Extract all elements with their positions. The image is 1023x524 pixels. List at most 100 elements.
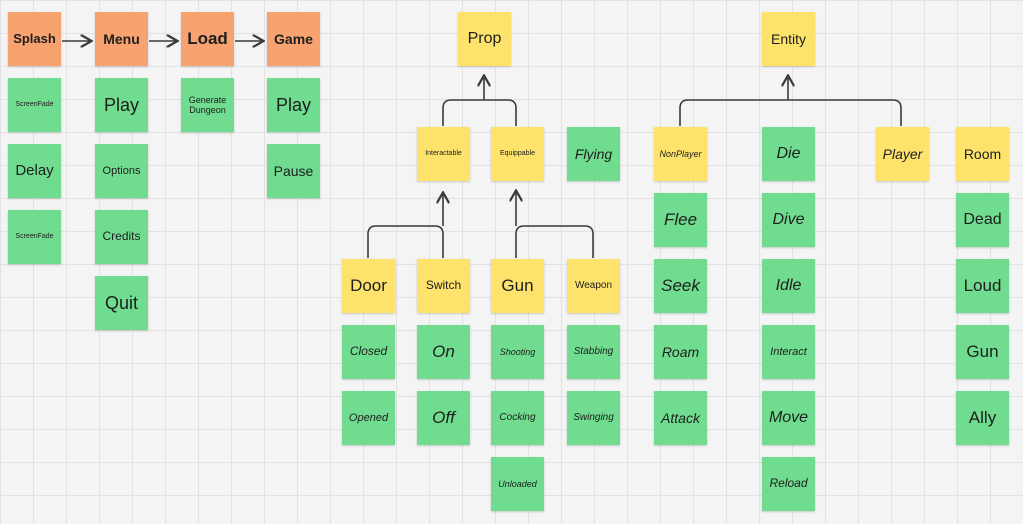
entity-state-note[interactable]: Die [762,127,815,181]
room-state-label: Loud [963,276,1002,296]
menu-state-label: Credits [102,229,141,244]
game-state-note[interactable]: Play [267,78,320,132]
interactable-label: Interactable [425,149,462,157]
menu-state-label: Options [102,164,141,177]
game-note[interactable]: Game [267,12,320,66]
door-label: Door [350,276,387,296]
splash-state-label: Delay [15,162,54,180]
entity-state-label: Move [768,408,809,426]
room-note[interactable]: Room [956,127,1009,181]
room-label: Room [963,145,1002,162]
entity-state-label: Reload [769,476,808,491]
door-note[interactable]: Door [342,259,395,313]
weapon-note[interactable]: Weapon [567,259,620,313]
equippable-note[interactable]: Equippable [491,127,544,181]
menu-state-note[interactable]: Quit [95,276,148,330]
nonplayer-state-note[interactable]: Attack [654,391,707,445]
gun-prop-state-note[interactable]: Unloaded [491,457,544,511]
equippable-label: Equippable [499,149,536,157]
load-label: Load [187,29,228,49]
splash-state-label: ScreenFade [15,232,54,240]
gun-prop-state-label: Shooting [499,346,536,357]
entity-state-label: Die [776,144,801,162]
prop-label: Prop [467,29,502,47]
entity-state-label: Dive [772,210,805,228]
weapon-state-note[interactable]: Swinging [567,391,620,445]
gun-prop-state-note[interactable]: Shooting [491,325,544,379]
room-state-note[interactable]: Ally [956,391,1009,445]
entity-state-note[interactable]: Idle [762,259,815,313]
door-state-label: Opened [348,411,389,424]
entity-note[interactable]: Entity [762,12,815,66]
nonplayer-state-label: Attack [661,409,700,426]
menu-state-label: Quit [104,292,138,313]
game-state-label: Pause [273,162,314,179]
flying-label: Flying [574,145,613,162]
splash-state-note[interactable]: ScreenFade [8,210,61,264]
room-state-note[interactable]: Dead [956,193,1009,247]
door-state-label: Closed [349,344,388,359]
nonplayer-state-label: Roam [661,343,700,360]
interactable-note[interactable]: Interactable [417,127,470,181]
weapon-state-label: Stabbing [573,346,614,358]
game-state-note[interactable]: Pause [267,144,320,198]
entity-state-note[interactable]: Move [762,391,815,445]
switch-note[interactable]: Switch [417,259,470,313]
weapon-label: Weapon [574,280,613,292]
menu-state-note[interactable]: Play [95,78,148,132]
entity-state-note[interactable]: Interact [762,325,815,379]
nonplayer-state-label: Flee [663,210,698,230]
entity-state-label: Idle [775,276,802,294]
entity-state-note[interactable]: Reload [762,457,815,511]
entity-state-label: Interact [770,345,807,358]
game-state-label: Play [275,94,311,115]
load-state-note[interactable]: Generate Dungeon [181,78,234,132]
tree-line-entity [679,77,902,126]
door-state-note[interactable]: Closed [342,325,395,379]
weapon-state-label: Swinging [573,412,614,424]
room-state-note[interactable]: Loud [956,259,1009,313]
nonplayer-state-label: Seek [661,276,700,296]
splash-state-note[interactable]: ScreenFade [8,78,61,132]
room-state-label: Dead [963,210,1002,228]
gun-prop-state-label: Cocking [499,412,536,424]
gun-prop-note[interactable]: Gun [491,259,544,313]
room-state-note[interactable]: Gun [956,325,1009,379]
nonplayer-state-note[interactable]: Roam [654,325,707,379]
menu-state-label: Play [103,94,139,115]
gun-prop-state-label: Unloaded [498,478,537,489]
room-state-label: Gun [966,342,999,362]
weapon-state-note[interactable]: Stabbing [567,325,620,379]
entity-state-note[interactable]: Dive [762,193,815,247]
menu-state-note[interactable]: Credits [95,210,148,264]
entity-label: Entity [770,30,806,47]
menu-state-note[interactable]: Options [95,144,148,198]
nonplayer-state-note[interactable]: Seek [654,259,707,313]
tree-line-prop [442,77,517,126]
room-state-label: Ally [968,408,997,428]
switch-state-label: On [432,342,455,362]
nonplayer-state-note[interactable]: Flee [654,193,707,247]
switch-state-note[interactable]: On [417,325,470,379]
nonplayer-label: NonPlayer [659,148,702,159]
gun-prop-state-note[interactable]: Cocking [491,391,544,445]
gun-prop-label: Gun [501,276,534,296]
splash-state-note[interactable]: Delay [8,144,61,198]
flying-note[interactable]: Flying [567,127,620,181]
nonplayer-note[interactable]: NonPlayer [654,127,707,181]
splash-label: Splash [13,30,56,46]
load-note[interactable]: Load [181,12,234,66]
tree-line-equippable [516,192,594,258]
player-label: Player [882,145,923,162]
splash-note[interactable]: Splash [8,12,61,66]
prop-note[interactable]: Prop [458,12,511,66]
switch-state-label: Off [432,408,455,428]
player-note[interactable]: Player [876,127,929,181]
menu-note[interactable]: Menu [95,12,148,66]
game-label: Game [274,30,313,47]
door-state-note[interactable]: Opened [342,391,395,445]
switch-label: Switch [425,278,462,293]
switch-state-note[interactable]: Off [417,391,470,445]
menu-label: Menu [103,30,140,47]
